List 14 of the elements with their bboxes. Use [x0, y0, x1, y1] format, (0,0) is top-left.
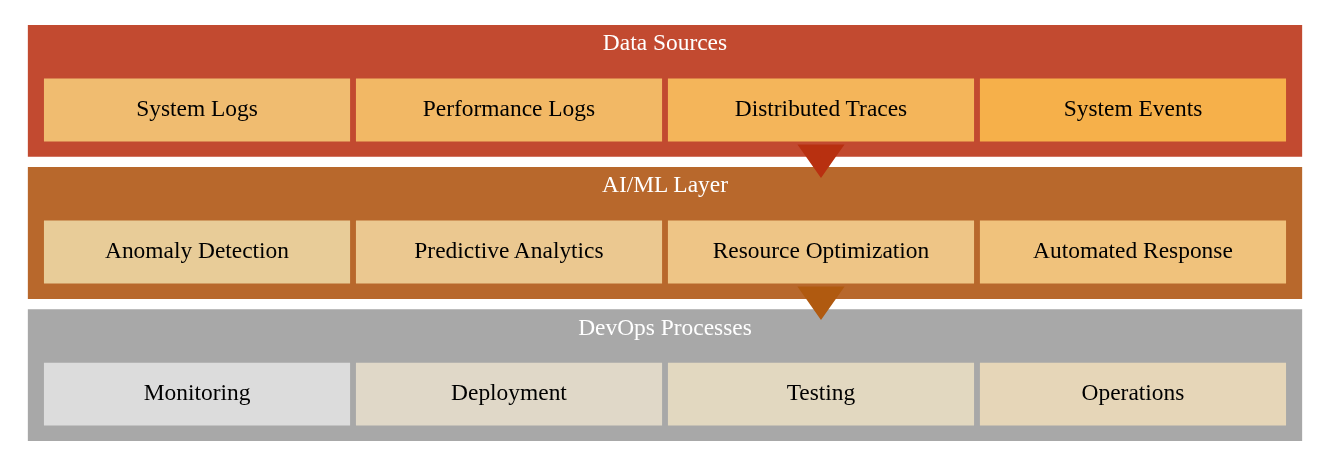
node-box: Deployment [355, 362, 663, 426]
node-box: Testing [667, 362, 975, 426]
node-box: Distributed Traces [667, 78, 975, 142]
node-box: Performance Logs [355, 78, 663, 142]
arrow [797, 144, 845, 179]
node-box: System Logs [43, 78, 351, 142]
node-box: System Events [979, 78, 1287, 142]
node-box: Monitoring [43, 362, 351, 426]
node-box: Automated Response [979, 220, 1287, 284]
node-box: Predictive Analytics [355, 220, 663, 284]
node-box: Resource Optimization [667, 220, 975, 284]
node-box: Anomaly Detection [43, 220, 351, 284]
arrow [797, 286, 845, 321]
node-box: Operations [979, 362, 1287, 426]
